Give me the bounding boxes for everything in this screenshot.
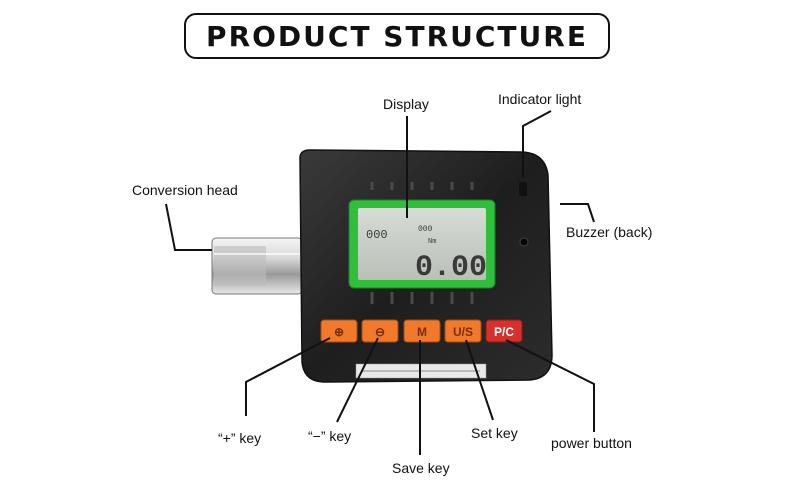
plus-key-symbol: ⊕	[334, 325, 344, 339]
power-button-leader	[505, 339, 595, 432]
leader-lines	[165, 110, 595, 455]
buzzer-hole	[519, 237, 529, 247]
indicator-light	[519, 182, 527, 196]
power-button-label: power button	[551, 435, 632, 451]
power-button[interactable]: P/C	[485, 319, 523, 343]
lcd-big-value: 0.00	[415, 251, 487, 285]
minus-key-symbol: ⊖	[375, 325, 385, 339]
save-key[interactable]: M	[403, 319, 441, 343]
indicator-leader	[522, 110, 552, 178]
set-key-label: Set key	[471, 425, 518, 441]
buzzer-label: Buzzer (back)	[566, 224, 653, 240]
indicator-light-label: Indicator light	[498, 91, 582, 107]
minus-key[interactable]: ⊖	[361, 319, 399, 343]
plus-key-label: “+” key	[218, 430, 262, 446]
power-button-symbol: P/C	[494, 325, 514, 339]
save-key-symbol: M	[417, 325, 427, 339]
conversion-head	[211, 237, 303, 295]
save-key-label: Save key	[392, 460, 450, 476]
minus-key-label: “−” key	[308, 428, 352, 444]
lcd-unit: Nm	[428, 238, 436, 246]
lcd-small-mid: 000	[418, 225, 433, 234]
plus-key-leader	[245, 337, 331, 416]
conversion-head-leader	[165, 203, 212, 251]
set-key[interactable]: U/S	[444, 319, 482, 343]
minus-key-leader	[336, 337, 379, 423]
lcd-display: 000 000 Nm 0.00	[348, 199, 496, 289]
set-key-leader	[465, 339, 494, 421]
lcd-small-left: 000	[366, 228, 388, 242]
set-key-symbol: U/S	[453, 325, 473, 339]
buzzer-leader	[560, 203, 595, 223]
page-title: PRODUCT STRUCTURE	[184, 13, 610, 59]
plus-key[interactable]: ⊕	[320, 319, 358, 343]
display-label: Display	[383, 96, 429, 112]
conversion-head-label: Conversion head	[132, 182, 238, 198]
